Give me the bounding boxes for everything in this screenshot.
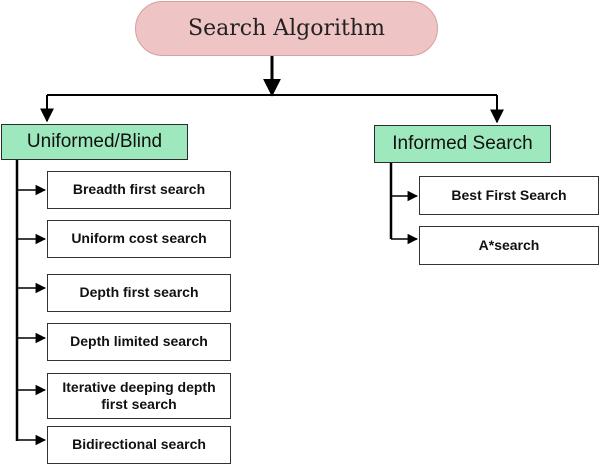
leaf-label: Iterative deeping depth first search [62,378,216,413]
leaf-depth-limited: Depth limited search [47,323,231,361]
leaf-label: Uniform cost search [71,230,207,247]
leaf-label: A*search [478,236,540,253]
leaf-breadth-first: Breadth first search [47,171,231,209]
leaf-a-star: A*search [419,226,599,265]
leaf-label: Depth limited search [70,333,208,350]
leaf-label: Bidirectional search [72,436,206,453]
root-node: Search Algorithm [135,1,438,56]
category-informed: Informed Search [374,125,551,163]
leaf-label: Depth first search [79,284,199,301]
leaf-best-first: Best First Search [419,176,599,215]
category-label: Uniformed/Blind [26,131,163,152]
leaf-iterative-deepening: Iterative deeping depth first search [47,373,231,419]
leaf-depth-first: Depth first search [47,274,231,312]
category-label: Informed Search [392,133,533,154]
leaf-label: Breadth first search [72,181,206,198]
leaf-uniform-cost: Uniform cost search [47,220,231,258]
leaf-label: Best First Search [451,186,567,203]
leaf-bidirectional: Bidirectional search [47,426,231,464]
root-label: Search Algorithm [188,16,385,41]
category-uninformed: Uniformed/Blind [1,124,188,160]
